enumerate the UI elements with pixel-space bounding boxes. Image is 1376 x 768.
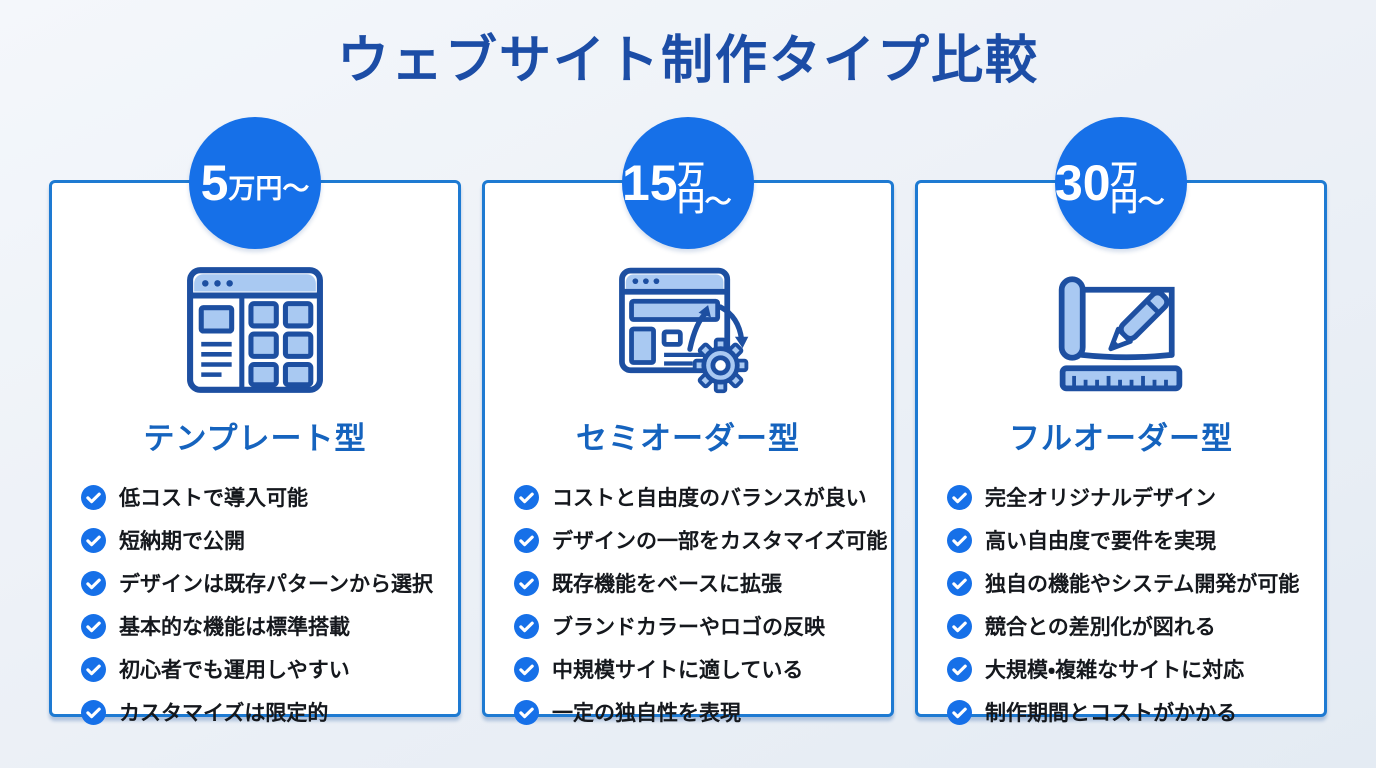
feature-text: 低コストで導入可能: [119, 487, 308, 511]
check-circle-icon: [514, 570, 539, 596]
card-icon-wrap: [918, 263, 1324, 397]
check-circle-icon: [81, 699, 106, 725]
feature-text: 短納期で公開: [119, 530, 245, 554]
price-suffix: 万円〜: [228, 173, 310, 204]
check-circle-icon: [81, 527, 106, 553]
pencil-icon: [1108, 290, 1170, 352]
card-title: テンプレート型: [143, 421, 367, 457]
feature-item: ブランドカラーやロゴの反映: [514, 611, 885, 641]
blueprint-pencil-ruler-icon: [1058, 276, 1183, 392]
browser-customize-gear-icon: [619, 268, 749, 394]
check-circle-icon: [947, 484, 972, 510]
feature-text: 中規模サイトに適している: [552, 659, 804, 683]
feature-list: コストと自由度のバランスが良い デザインの一部をカスタマイズ可能 既存機能をベー…: [485, 482, 891, 727]
price-value: 30: [1055, 155, 1111, 212]
card-title: セミオーダー型: [576, 421, 800, 457]
feature-text: 高い自由度で要件を実現: [985, 530, 1216, 554]
feature-text: 競合との差別化が図れる: [985, 616, 1216, 640]
check-circle-icon: [947, 613, 972, 639]
feature-text: 大規模・複雑なサイトに対応: [985, 659, 1245, 683]
feature-text: 独自の機能やシステム開発が可能: [985, 573, 1300, 597]
feature-item: 既存機能をベースに拡張: [514, 568, 885, 598]
check-circle-icon: [514, 484, 539, 510]
feature-item: 初心者でも運用しやすい: [81, 654, 452, 684]
price-suffix: 万円〜: [1110, 160, 1165, 218]
feature-text: 基本的な機能は標準搭載: [119, 616, 350, 640]
feature-item: 一定の独自性を表現: [514, 697, 885, 727]
feature-item: デザインは既存パターンから選択: [81, 568, 452, 598]
template-browser-grid-icon: [187, 267, 323, 394]
feature-item: 短納期で公開: [81, 525, 452, 555]
check-circle-icon: [947, 527, 972, 553]
feature-item: カスタマイズは限定的: [81, 697, 452, 727]
page-title: ウェブサイト制作タイプ比較: [336, 32, 1039, 90]
check-circle-icon: [81, 656, 106, 682]
feature-text: コストと自由度のバランスが良い: [552, 487, 867, 511]
price-suffix: 万円〜: [677, 160, 732, 218]
feature-item: 高い自由度で要件を実現: [947, 525, 1318, 555]
check-circle-icon: [81, 613, 106, 639]
feature-item: 独自の機能やシステム開発が可能: [947, 568, 1318, 598]
feature-item: 競合との差別化が図れる: [947, 611, 1318, 641]
gear-icon: [692, 338, 749, 394]
feature-item: 低コストで導入可能: [81, 482, 452, 512]
feature-item: デザインの一部をカスタマイズ可能: [514, 525, 888, 555]
check-circle-icon: [947, 570, 972, 596]
feature-text: ブランドカラーやロゴの反映: [552, 616, 825, 640]
check-circle-icon: [514, 527, 539, 553]
feature-text: 一定の独自性を表現: [552, 702, 741, 726]
feature-item: 中規模サイトに適している: [514, 654, 885, 684]
feature-item: コストと自由度のバランスが良い: [514, 482, 885, 512]
check-circle-icon: [81, 570, 106, 596]
feature-list: 低コストで導入可能 短納期で公開 デザインは既存パターンから選択 基本的な機能は…: [52, 482, 458, 727]
check-circle-icon: [81, 484, 106, 510]
check-circle-icon: [947, 699, 972, 725]
feature-text: デザインの一部をカスタマイズ可能: [552, 530, 888, 554]
card-icon-wrap: [52, 263, 458, 397]
feature-item: 完全オリジナルデザイン: [947, 482, 1318, 512]
check-circle-icon: [514, 699, 539, 725]
price-value: 15: [622, 155, 678, 212]
feature-text: 完全オリジナルデザイン: [985, 487, 1216, 511]
feature-text: カスタマイズは限定的: [119, 702, 329, 726]
feature-item: 大規模・複雑なサイトに対応: [947, 654, 1318, 684]
check-circle-icon: [947, 656, 972, 682]
feature-text: 初心者でも運用しやすい: [119, 659, 350, 683]
card-icon-wrap: [485, 263, 891, 397]
check-circle-icon: [514, 613, 539, 639]
price-value: 5: [200, 155, 229, 212]
feature-text: デザインは既存パターンから選択: [119, 573, 433, 597]
feature-text: 制作期間とコストがかかる: [985, 702, 1237, 726]
ruler-ticks: [1072, 376, 1168, 386]
feature-text: 既存機能をベースに拡張: [552, 573, 782, 597]
feature-list: 完全オリジナルデザイン 高い自由度で要件を実現 独自の機能やシステム開発が可能 …: [918, 482, 1324, 727]
feature-item: 制作期間とコストがかかる: [947, 697, 1318, 727]
feature-item: 基本的な機能は標準搭載: [81, 611, 452, 641]
check-circle-icon: [514, 656, 539, 682]
card-title: フルオーダー型: [1009, 421, 1233, 457]
